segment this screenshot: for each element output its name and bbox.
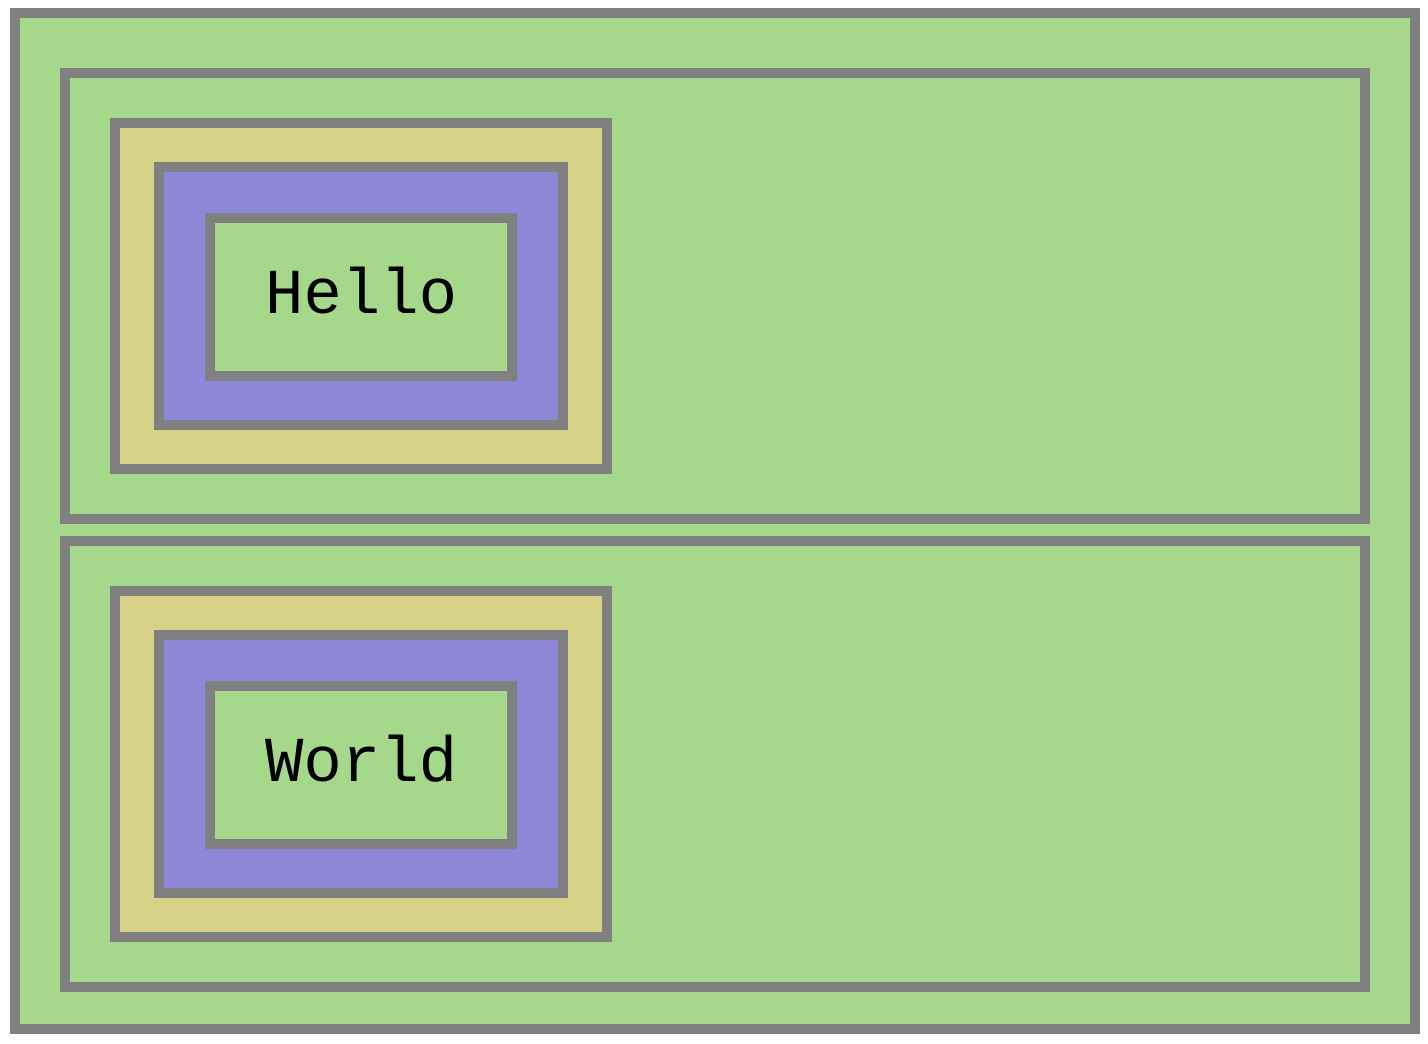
purple-box-1: Hello: [154, 162, 568, 430]
inner-green-box-1: Hello: [205, 213, 517, 381]
purple-box-2: World: [154, 630, 568, 898]
row-container-1: Hello: [60, 68, 1370, 524]
outer-container: Hello World: [10, 8, 1420, 1034]
world-label: World: [264, 729, 458, 801]
row-container-2: World: [60, 536, 1370, 992]
yellow-box-2: World: [110, 586, 612, 942]
hello-label: Hello: [264, 261, 458, 333]
yellow-box-1: Hello: [110, 118, 612, 474]
inner-green-box-2: World: [205, 681, 517, 849]
